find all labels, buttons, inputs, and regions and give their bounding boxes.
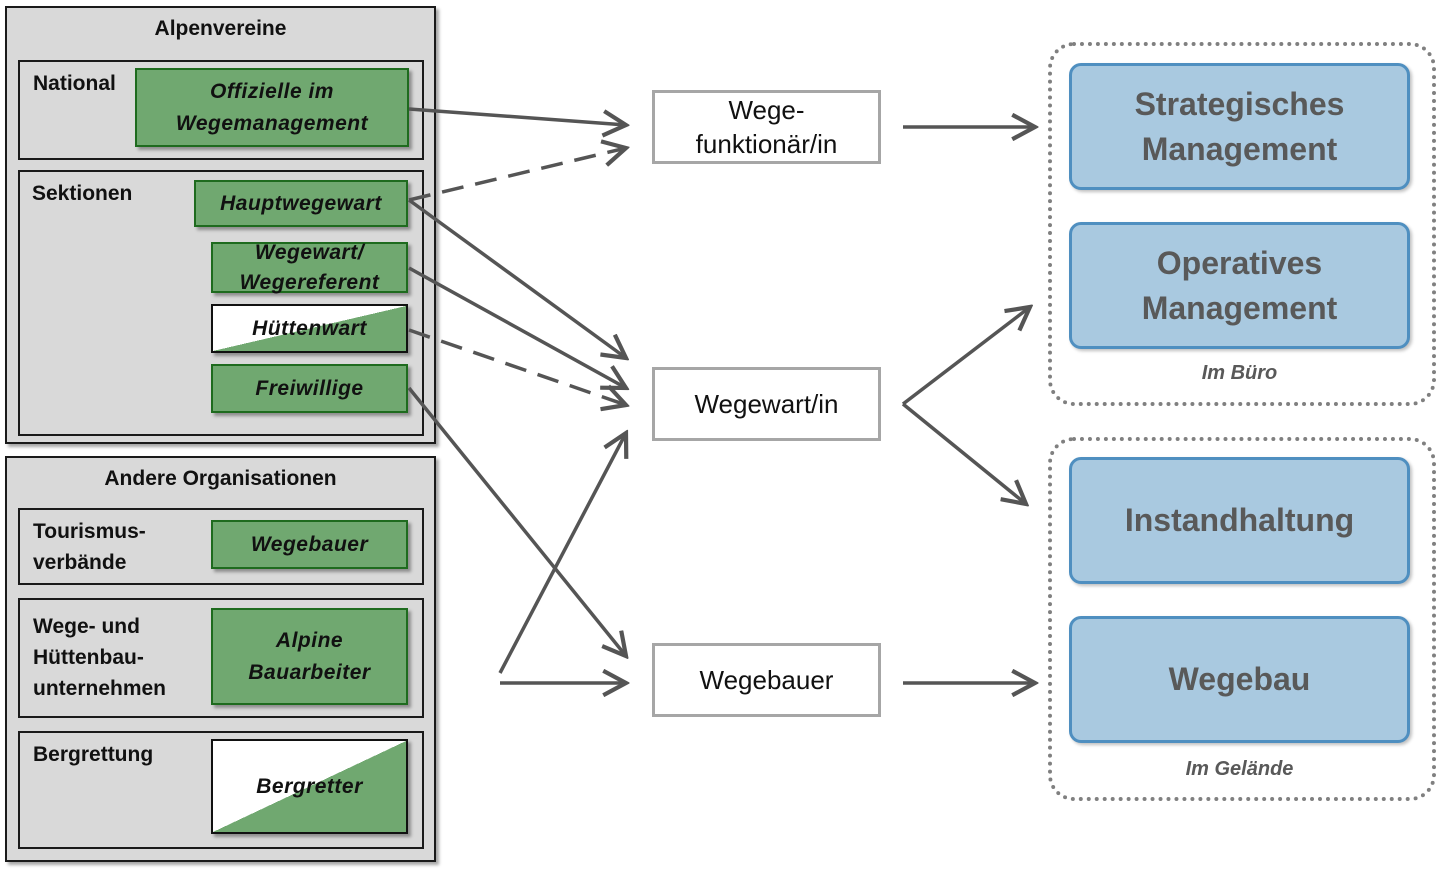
tourismus-label: Tourismus- verbände (33, 520, 146, 574)
task-instandhaltung: Instandhaltung (1069, 457, 1410, 584)
role-bergretter: Bergretter (211, 739, 408, 834)
mid-wegewart: Wegewart/in (652, 367, 881, 441)
andere-organisationen-title: Andere Organisationen (104, 467, 337, 490)
arrow-hauptwegewart-to-wegefunktionaer (408, 148, 626, 202)
unternehmen-label: Wege- und Hüttenbau- unternehmen (33, 615, 167, 700)
task-wegebau: Wegebau (1069, 616, 1410, 743)
task-operatives-management: Operatives Management (1069, 222, 1410, 349)
role-wegewart-wegereferent: Wegewart/ Wegereferent (211, 241, 408, 294)
role-wegebauer-tourismus: Wegebauer (211, 520, 408, 569)
role-huettenwart: Hüttenwart (211, 304, 408, 353)
arrow-wegereferent-to-wegewart (408, 266, 626, 388)
arrow-huettenwart-to-wegewart (408, 328, 626, 405)
arrow-hauptwegewart-to-wegewart (407, 198, 626, 358)
arrow-offizielle-to-wegefunktionaer (408, 107, 626, 125)
role-alpine-bauarbeiter: Alpine Bauarbeiter (211, 608, 408, 705)
alpenvereine-title: Alpenvereine (154, 17, 287, 40)
area-im-gelaende (1048, 437, 1436, 801)
label-im-gelaende: Im Gelände (1185, 758, 1294, 780)
arrow-bauarbeiter-to-wegewart (498, 433, 626, 674)
role-freiwillige: Freiwillige (211, 364, 408, 413)
task-strategisches-management: Strategisches Management (1069, 63, 1410, 190)
mid-wegefunktionaer: Wege- funktionär/in (652, 90, 881, 164)
role-hauptwegewart: Hauptwegewart (194, 180, 408, 227)
sektionen-label: Sektionen (32, 182, 133, 205)
arrow-wegewart-to-instandhaltung (901, 402, 1026, 504)
arrow-wegewart-to-operativ (901, 307, 1030, 406)
role-offizielle: Offizielle im Wegemanagement (135, 68, 409, 147)
label-im-buero: Im Büro (1201, 362, 1278, 384)
mid-wegebauer: Wegebauer (652, 643, 881, 717)
national-label: National (33, 72, 116, 95)
arrow-freiwillige-to-wegebauer (407, 386, 626, 656)
area-im-buero (1048, 42, 1436, 406)
bergrettung-label: Bergrettung (33, 743, 154, 766)
